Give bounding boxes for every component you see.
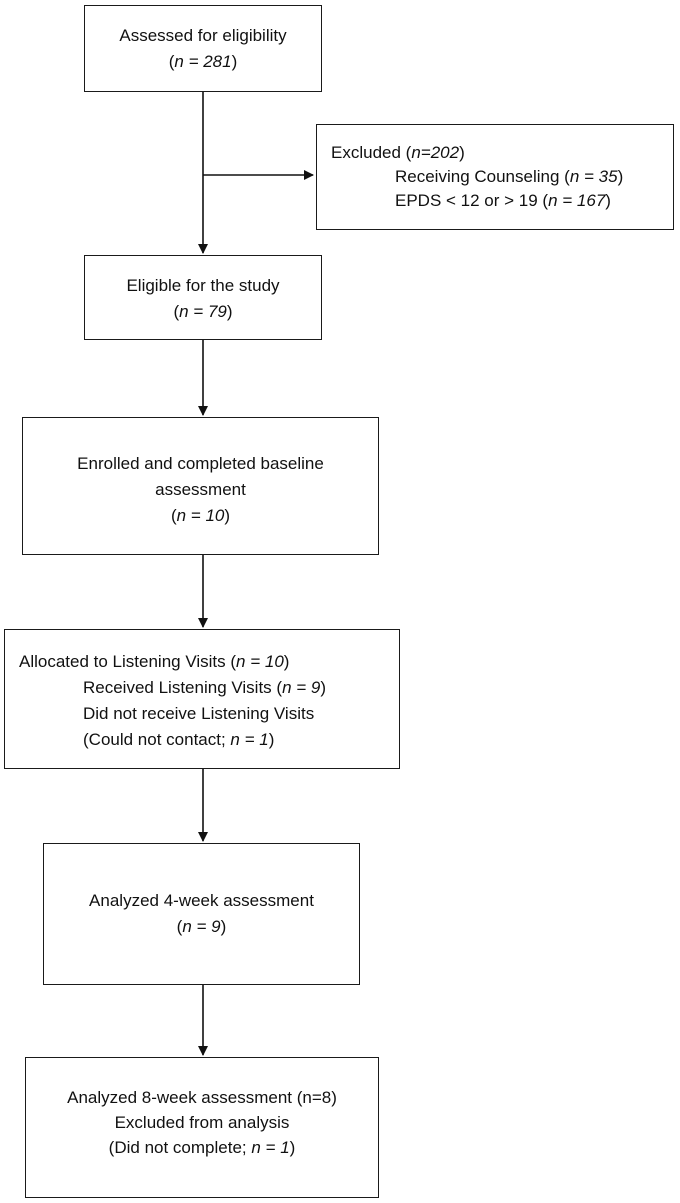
excluded-label: Excluded ( xyxy=(331,143,412,162)
assessed-box: Assessed for eligibility (n = 281) xyxy=(84,5,322,92)
excluded-reason-epds: EPDS < 12 or > 19 (n = 167) xyxy=(395,191,611,210)
analyzed-4-week-label: Analyzed 4-week assessment xyxy=(89,891,314,910)
assessed-count: n = 281 xyxy=(174,52,232,71)
eligible-box: Eligible for the study (n = 79) xyxy=(84,255,322,340)
eligible-count: n = 79 xyxy=(179,302,227,321)
analyzed-8-week-label: Analyzed 8-week assessment (n=8) xyxy=(67,1088,337,1107)
enrolled-count: n = 10 xyxy=(176,506,225,525)
assessed-label: Assessed for eligibility xyxy=(119,26,287,45)
excluded-from-analysis-label: Excluded from analysis xyxy=(114,1113,290,1132)
not-received-reason: (Could not contact; n = 1) xyxy=(83,730,275,749)
enrolled-label: Enrolled and completed baseline xyxy=(77,454,324,473)
allocated-label: Allocated to Listening Visits ( xyxy=(19,652,237,671)
excluded-from-analysis-reason: (Did not complete; n = 1) xyxy=(108,1138,296,1157)
analyzed-4-week-box: Analyzed 4-week assessment (n = 9) xyxy=(43,843,360,985)
excluded-reason-counseling: Receiving Counseling (n = 35) xyxy=(395,167,624,186)
eligible-label: Eligible for the study xyxy=(126,276,280,295)
allocated-count: n = 10 xyxy=(236,652,284,671)
not-received-visits: Did not receive Listening Visits xyxy=(83,704,315,723)
enrolled-label-continued: assessment xyxy=(155,480,246,499)
analyzed-8-week-box: Analyzed 8-week assessment (n=8) Exclude… xyxy=(25,1057,379,1198)
excluded-box: Excluded (n=202) Receiving Counseling (n… xyxy=(316,124,674,230)
allocated-box: Allocated to Listening Visits (n = 10) R… xyxy=(4,629,400,769)
analyzed-4-week-count: n = 9 xyxy=(182,917,221,936)
received-visits: Received Listening Visits (n = 9) xyxy=(83,678,327,697)
excluded-count: n=202 xyxy=(411,143,460,162)
enrolled-box: Enrolled and completed baseline assessme… xyxy=(22,417,379,555)
